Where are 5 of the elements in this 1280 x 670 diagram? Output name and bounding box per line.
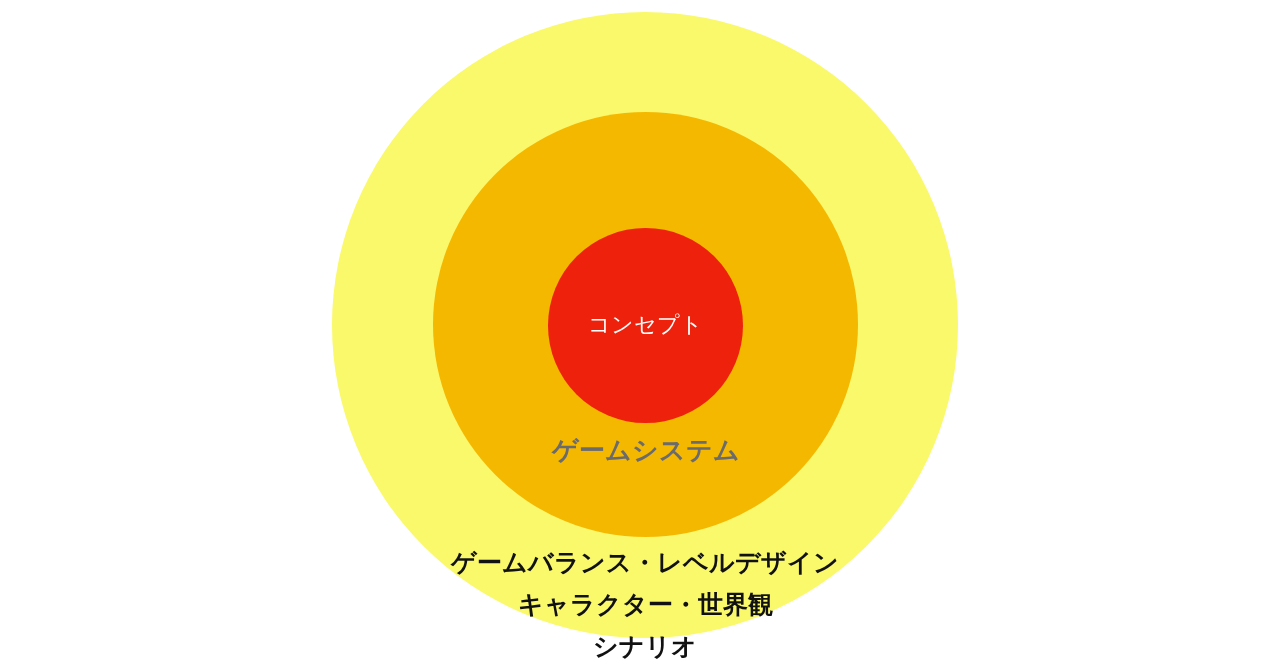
circle-label: ゲームバランス・レベルデザイン	[451, 547, 839, 579]
circle-label: シナリオ	[593, 631, 697, 663]
circle-label: ゲームシステム	[551, 434, 740, 466]
circle-label: キャラクター・世界観	[517, 589, 773, 621]
circle-label: コンセプト	[588, 311, 703, 339]
